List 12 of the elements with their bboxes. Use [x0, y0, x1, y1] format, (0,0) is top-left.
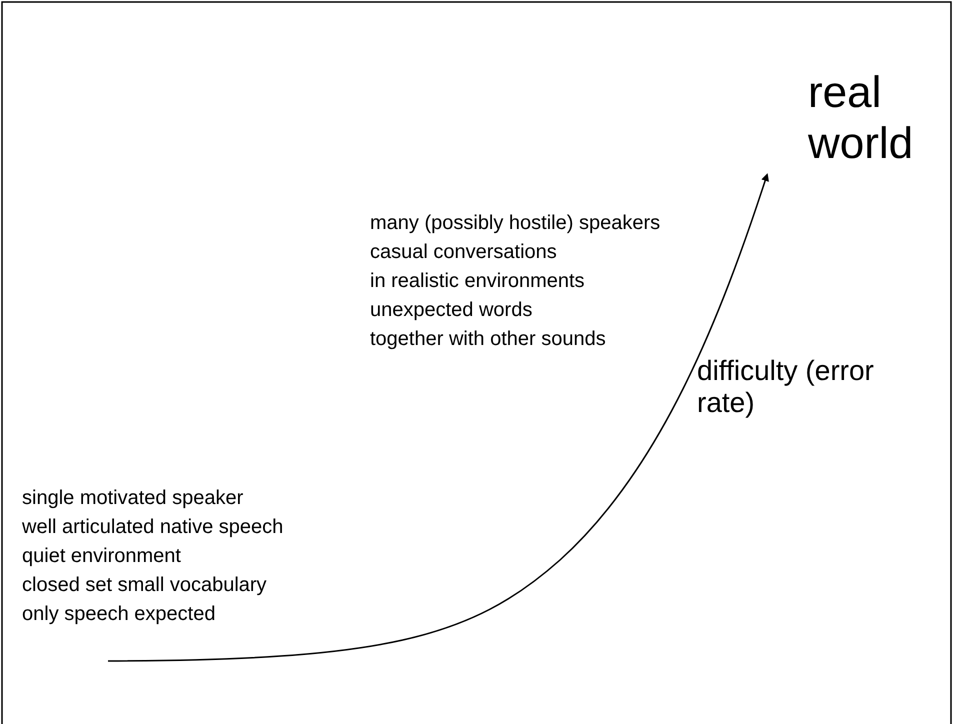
condition-text: together with other sounds — [370, 328, 606, 351]
condition-text: closed set small vocabulary — [22, 574, 267, 597]
condition-text: quiet environment — [22, 545, 181, 568]
heading-label: real world — [808, 68, 914, 170]
condition-text: unexpected words — [370, 299, 532, 322]
condition-text: in realistic environments — [370, 270, 585, 293]
condition-text: single motivated speaker — [22, 487, 244, 510]
condition-text: only speech expected — [22, 603, 216, 626]
axis-label: difficulty (error rate) — [697, 355, 875, 420]
condition-text: casual conversations — [370, 241, 557, 264]
condition-text: well articulated native speech — [22, 516, 284, 539]
condition-text: many (possibly hostile) speakers — [370, 212, 660, 235]
